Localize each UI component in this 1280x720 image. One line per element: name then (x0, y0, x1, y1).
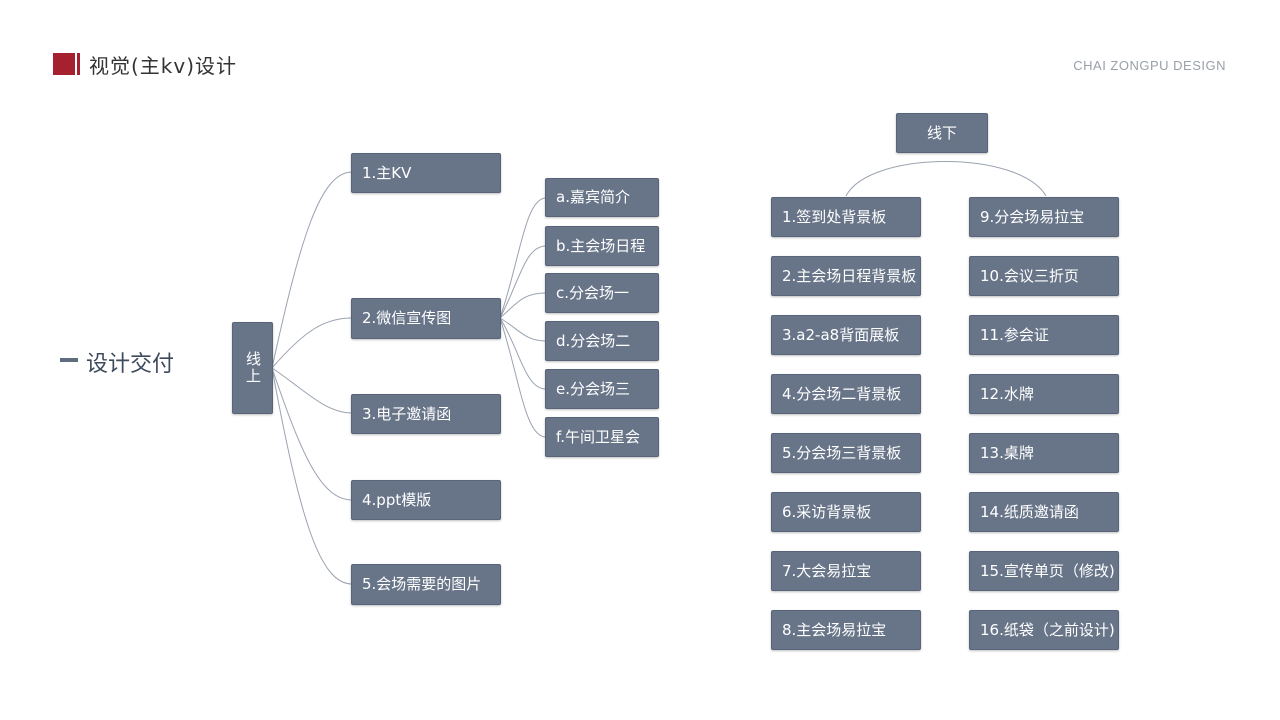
connector-line (499, 317, 547, 390)
offline-item-node: 16.纸袋（之前设计) (969, 610, 1119, 650)
online-item-node: 5.会场需要的图片 (351, 564, 501, 605)
wechat-child-node: c.分会场一 (545, 273, 659, 313)
offline-root-node: 线下 (896, 113, 988, 153)
connector-line (499, 317, 547, 342)
connector-line (499, 317, 547, 438)
offline-item-node: 14.纸质邀请函 (969, 492, 1119, 532)
offline-item-node: 10.会议三折页 (969, 256, 1119, 296)
offline-item-node: 4.分会场二背景板 (771, 374, 921, 414)
connector-line (271, 317, 353, 369)
section-label: 设计交付 (86, 352, 175, 377)
online-item-node: 3.电子邀请函 (351, 394, 501, 434)
wechat-child-node: d.分会场二 (545, 321, 659, 361)
offline-item-node: 12.水牌 (969, 374, 1119, 414)
connector-line (271, 367, 353, 585)
offline-item-node: 2.主会场日程背景板 (771, 256, 921, 296)
online-root-node: 线上 (232, 322, 273, 414)
online-item-node: 4.ppt模版 (351, 480, 501, 520)
page-title: 视觉(主kv)设计 (89, 54, 238, 78)
offline-item-node: 9.分会场易拉宝 (969, 197, 1119, 237)
offline-item-node: 11.参会证 (969, 315, 1119, 355)
offline-item-node: 8.主会场易拉宝 (771, 610, 921, 650)
wechat-child-node: e.分会场三 (545, 369, 659, 409)
section-dash (60, 358, 78, 362)
offline-item-node: 6.采访背景板 (771, 492, 921, 532)
connector-line (499, 197, 547, 319)
brand-label: CHAI ZONGPU DESIGN (1073, 58, 1226, 73)
wechat-child-node: a.嘉宾简介 (545, 178, 659, 217)
connector-line (499, 292, 547, 319)
connector-line (271, 171, 353, 369)
online-item-node: 2.微信宣传图 (351, 298, 501, 339)
offline-item-node: 5.分会场三背景板 (771, 433, 921, 473)
offline-item-node: 15.宣传单页（修改) (969, 551, 1119, 591)
connector-line (271, 367, 353, 501)
connector-line (845, 161, 1047, 197)
wechat-child-node: b.主会场日程 (545, 226, 659, 266)
connector-line (271, 367, 353, 414)
connector-line (499, 245, 547, 319)
offline-item-node: 1.签到处背景板 (771, 197, 921, 237)
offline-item-node: 3.a2-a8背面展板 (771, 315, 921, 355)
wechat-child-node: f.午间卫星会 (545, 417, 659, 457)
offline-item-node: 13.桌牌 (969, 433, 1119, 473)
online-item-node: 1.主KV (351, 153, 501, 193)
offline-item-node: 7.大会易拉宝 (771, 551, 921, 591)
header-accent-mark (53, 53, 80, 75)
